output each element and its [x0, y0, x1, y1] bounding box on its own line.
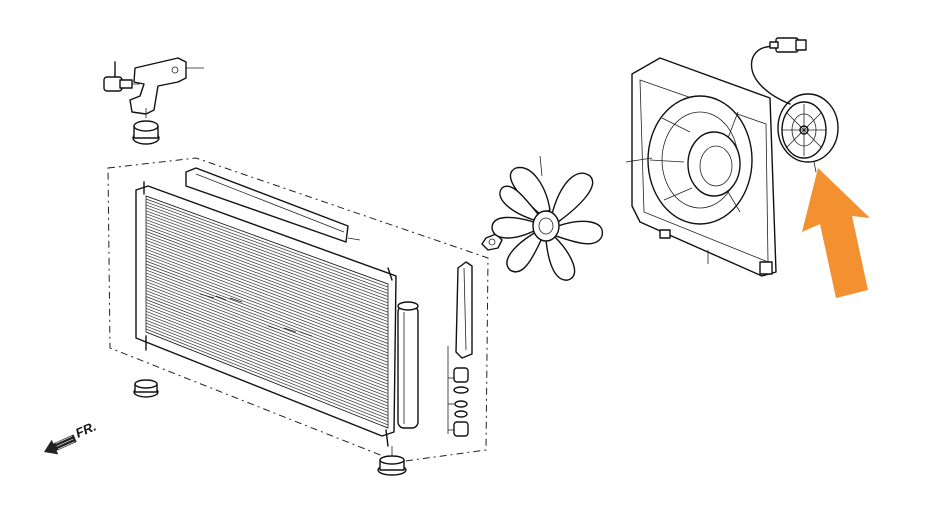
condenser-fin	[145, 266, 389, 360]
side-seal-strip[interactable]	[455, 261, 473, 359]
lower-rubber-mount-left[interactable]	[133, 379, 159, 398]
front-arrow-icon	[44, 434, 77, 455]
desiccant-kit[interactable]	[447, 346, 469, 437]
condenser-fin	[145, 242, 389, 335]
condenser-fin	[145, 275, 389, 369]
condenser-fin	[145, 302, 389, 398]
assembly-group-outline	[107, 157, 489, 463]
condenser-fin	[145, 293, 389, 388]
condenser-fin	[145, 201, 389, 291]
condenser-fin	[145, 198, 389, 288]
top-seal-strip[interactable]	[185, 167, 361, 243]
condenser-fin	[145, 307, 389, 404]
condenser-fin	[145, 322, 389, 419]
condenser-fin	[145, 296, 389, 391]
condenser-fin	[145, 263, 389, 357]
condenser-fin	[145, 234, 389, 326]
condenser-fin	[145, 281, 389, 376]
condenser-fin	[145, 254, 389, 347]
receiver-dryer[interactable]	[397, 301, 419, 429]
condenser-fin	[145, 251, 389, 344]
condenser-fin	[145, 310, 389, 407]
fan-motor[interactable]	[777, 93, 839, 173]
cooling-fan-blade[interactable]	[491, 155, 604, 281]
condenser-fin	[145, 231, 389, 322]
lower-rubber-mount-center[interactable]	[377, 446, 407, 476]
condenser-fin	[145, 239, 389, 332]
condenser-fin	[145, 210, 389, 301]
condenser-fin	[145, 222, 389, 313]
mounting-bolt[interactable]	[103, 61, 140, 92]
condenser-fin	[145, 237, 389, 329]
condenser-fin	[145, 245, 389, 338]
condenser-fin	[145, 213, 389, 304]
front-direction-label: FR.	[73, 419, 98, 441]
condenser-fin	[145, 316, 389, 413]
condenser-fin	[145, 272, 389, 366]
condenser-fin	[145, 207, 389, 297]
upper-rubber-mount[interactable]	[132, 108, 160, 145]
condenser-fin	[145, 269, 389, 363]
condenser-fin	[145, 248, 389, 341]
condenser-fin	[145, 216, 389, 307]
condenser-fin	[145, 257, 389, 351]
motor-wire-connector[interactable]	[750, 37, 807, 105]
condenser-fin	[145, 313, 389, 410]
condenser-fin	[145, 284, 389, 379]
condenser-fin	[145, 278, 389, 373]
condenser-core[interactable]	[135, 181, 397, 447]
condenser-fin	[145, 305, 389, 401]
condenser-fin	[145, 287, 389, 382]
condenser-fin	[145, 219, 389, 310]
upper-bracket[interactable]	[129, 57, 204, 115]
condenser-fin	[145, 290, 389, 385]
front-direction-marker: FR.	[44, 419, 98, 455]
condenser-fin	[145, 260, 389, 354]
condenser-fin	[145, 225, 389, 316]
condenser-fin	[145, 319, 389, 416]
condenser-fin	[145, 325, 389, 423]
fan-shroud[interactable]	[625, 57, 777, 277]
condenser-fin	[145, 299, 389, 394]
condenser-fin	[145, 328, 389, 426]
condenser-fin	[145, 204, 389, 294]
condenser-fin	[145, 228, 389, 319]
highlight-arrow-icon	[802, 168, 870, 298]
